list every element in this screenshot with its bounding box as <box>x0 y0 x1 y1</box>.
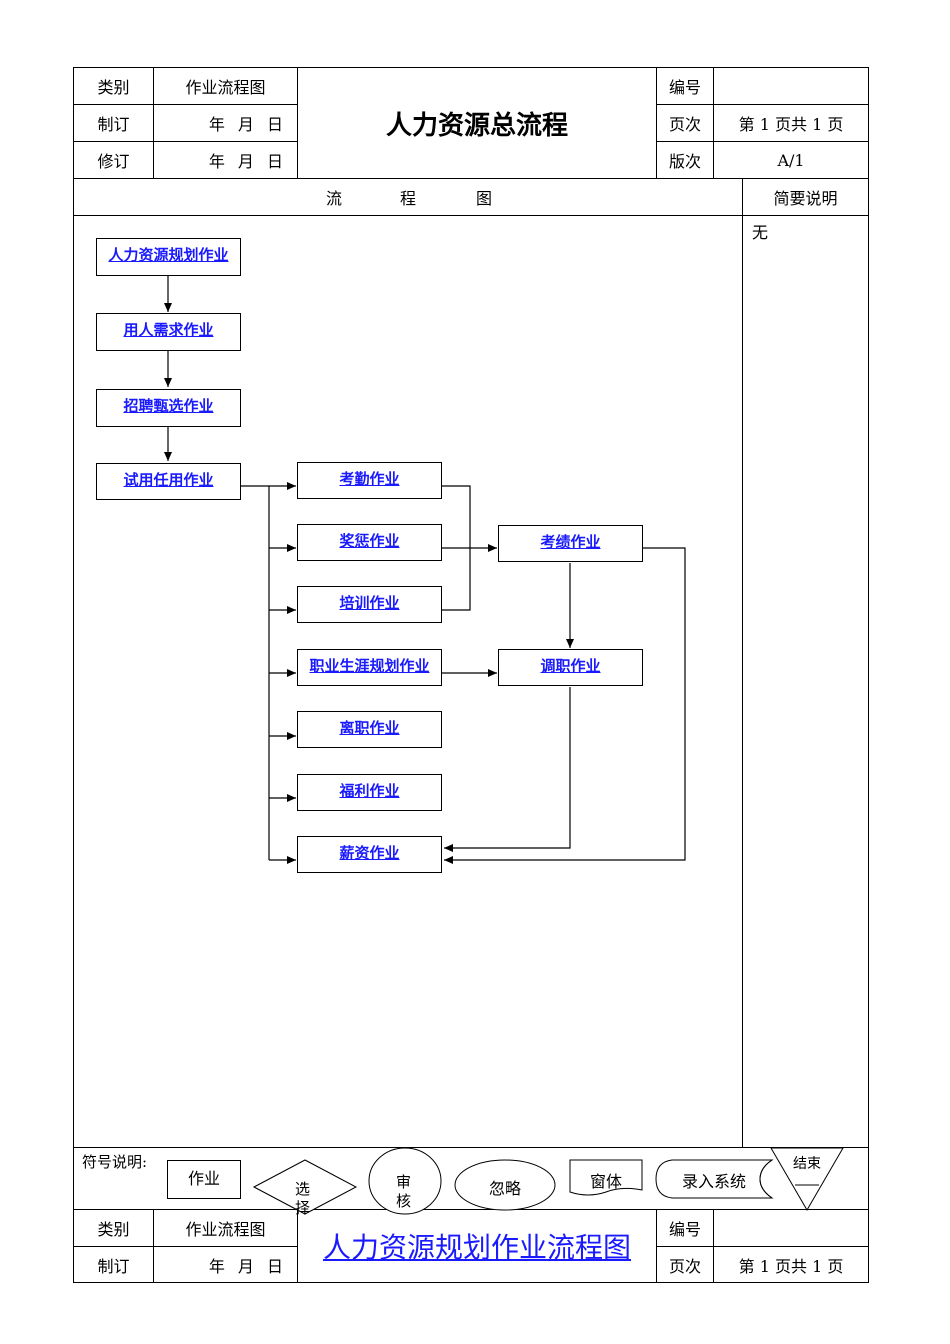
legend-end-shape <box>770 1147 844 1211</box>
footer-number-label: 编号 <box>668 1220 701 1239</box>
node-probation-link[interactable]: 试用任用作业 <box>123 471 214 489</box>
footer-category-label: 类别 <box>97 1220 130 1239</box>
node-recruit[interactable]: 招聘甄选作业 <box>96 389 241 427</box>
legend-form: 窗体 <box>589 1172 622 1191</box>
node-resign-link[interactable]: 离职作业 <box>339 719 400 737</box>
node-salary[interactable]: 薪资作业 <box>297 836 442 873</box>
made-date: 年 月 日 <box>208 115 287 134</box>
node-recruit-link[interactable]: 招聘甄选作业 <box>123 397 214 415</box>
category-label: 类别 <box>97 78 130 97</box>
node-attendance[interactable]: 考勤作业 <box>297 462 442 499</box>
legend-process-shape <box>167 1160 241 1199</box>
footer-title-link[interactable]: 人力资源规划作业流程图 <box>322 1231 631 1264</box>
node-career-link[interactable]: 职业生涯规划作业 <box>309 657 430 675</box>
version-label: 版次 <box>668 152 701 171</box>
node-career[interactable]: 职业生涯规划作业 <box>297 649 442 686</box>
flow-label-3: 图 <box>475 189 492 208</box>
page-value: 第 1 页共 1 页 <box>738 115 844 134</box>
footer-made-date: 年 月 日 <box>208 1256 287 1276</box>
node-training-link[interactable]: 培训作业 <box>339 594 400 612</box>
page-title: 人力资源总流程 <box>385 110 568 141</box>
node-training[interactable]: 培训作业 <box>297 586 442 623</box>
node-transfer-link[interactable]: 调职作业 <box>540 657 601 675</box>
footer-page-value: 第 1 页共 1 页 <box>738 1256 844 1276</box>
legend-review-shape <box>368 1147 442 1215</box>
node-performance[interactable]: 考绩作业 <box>498 525 643 562</box>
page-label: 页次 <box>668 115 701 134</box>
legend-decision: 选择 <box>295 1180 311 1217</box>
revised-date: 年 月 日 <box>208 152 287 171</box>
node-probation[interactable]: 试用任用作业 <box>96 463 241 500</box>
node-reward-link[interactable]: 奖惩作业 <box>339 532 400 550</box>
footer-number-value <box>714 1210 868 1246</box>
version-value: A/1 <box>777 150 805 170</box>
flow-label-2: 程 <box>399 189 416 208</box>
notes-label: 简要说明 <box>773 189 838 208</box>
revised-label: 修订 <box>97 152 130 171</box>
footer-title-cell: 人力资源规划作业流程图 <box>298 1210 656 1282</box>
legend-review: 审核 <box>396 1173 412 1210</box>
footer-page-label: 页次 <box>668 1256 701 1276</box>
legend-end: 结束 <box>793 1156 821 1172</box>
legend-input: 录入系统 <box>681 1172 746 1191</box>
footer-made-label: 制订 <box>97 1256 130 1276</box>
legend-process: 作业 <box>187 1169 220 1188</box>
node-staffing-needs[interactable]: 用人需求作业 <box>96 313 241 351</box>
node-salary-link[interactable]: 薪资作业 <box>339 844 400 862</box>
node-welfare-link[interactable]: 福利作业 <box>339 782 400 800</box>
node-hr-planning-link[interactable]: 人力资源规划作业 <box>108 246 229 264</box>
legend-ignore: 忽略 <box>488 1179 521 1198</box>
node-welfare[interactable]: 福利作业 <box>297 774 442 811</box>
node-reward[interactable]: 奖惩作业 <box>297 524 442 561</box>
legend-label: 符号说明: <box>82 1153 148 1171</box>
category-value: 作业流程图 <box>185 78 266 97</box>
node-performance-link[interactable]: 考绩作业 <box>540 533 601 551</box>
node-hr-planning[interactable]: 人力资源规划作业 <box>96 238 241 276</box>
legend-ignore-shape <box>454 1159 556 1211</box>
legend-form-shape <box>569 1159 643 1196</box>
footer-category-value: 作业流程图 <box>185 1220 266 1239</box>
node-transfer[interactable]: 调职作业 <box>498 649 643 686</box>
number-label: 编号 <box>668 78 701 97</box>
flow-label-1: 流 <box>325 189 342 208</box>
node-staffing-needs-link[interactable]: 用人需求作业 <box>123 321 214 339</box>
made-label: 制订 <box>97 115 130 134</box>
legend-decision-shape <box>252 1159 358 1215</box>
notes-value: 无 <box>752 223 769 242</box>
node-resign[interactable]: 离职作业 <box>297 711 442 748</box>
node-attendance-link[interactable]: 考勤作业 <box>339 470 400 488</box>
